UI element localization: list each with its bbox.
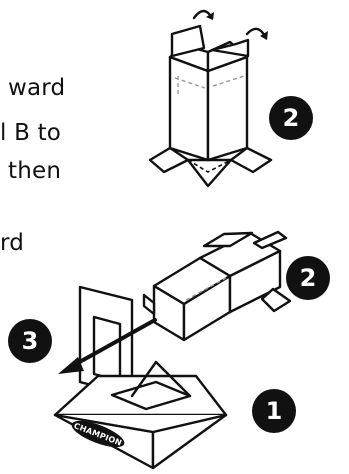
step-number-label: 2 — [283, 104, 300, 132]
step-number-label: 3 — [22, 327, 39, 355]
folded-box-illustration — [150, 11, 271, 186]
step-number-badge: 2 — [286, 256, 330, 300]
step-number-label: 1 — [266, 397, 283, 425]
step-number-badge: 1 — [252, 389, 296, 433]
step-number-badge: 2 — [269, 96, 313, 140]
step-number-label: 2 — [300, 264, 317, 292]
inserted-box-illustration — [144, 232, 290, 340]
step-number-badge: 3 — [8, 319, 52, 363]
